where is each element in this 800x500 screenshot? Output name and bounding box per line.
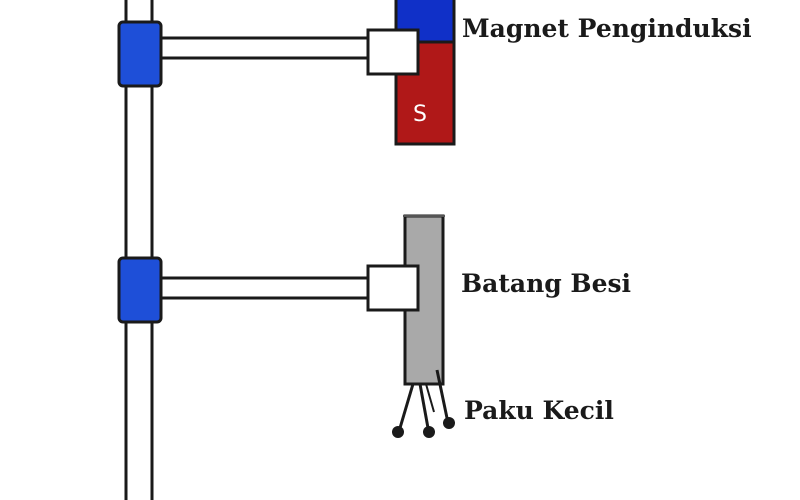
nail <box>418 383 435 438</box>
iron-rod-label: Batang Besi <box>461 269 632 298</box>
lower-clamp <box>117 256 163 324</box>
magnet-label: Magnet Penginduksi <box>462 14 752 43</box>
upper-holder-block <box>366 28 420 76</box>
lower-holder-block <box>366 264 420 312</box>
upper-clamp <box>117 20 163 88</box>
small-nails-label: Paku Kecil <box>464 396 614 425</box>
lower-arm <box>156 276 374 300</box>
magnet-south-letter: S <box>413 102 427 127</box>
nail <box>435 369 455 429</box>
upper-arm <box>156 36 374 60</box>
small-nails <box>392 369 455 438</box>
nail <box>425 383 435 413</box>
nail <box>392 383 415 438</box>
